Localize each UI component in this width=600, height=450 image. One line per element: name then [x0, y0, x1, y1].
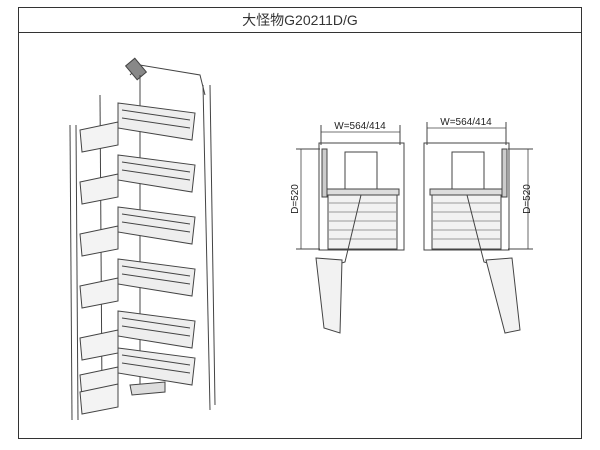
- basket: [79, 102, 196, 153]
- depth-dimension-right: D=520: [522, 184, 533, 214]
- basket: [79, 383, 119, 415]
- drawing-frame: 大怪物G20211D/G: [18, 7, 582, 439]
- basket: [79, 310, 196, 361]
- product-title: 大怪物G20211D/G: [19, 8, 581, 33]
- basket: [79, 154, 196, 205]
- basket: [79, 258, 196, 309]
- basket: [79, 206, 196, 257]
- depth-dimension-left: D=520: [290, 184, 301, 214]
- tall-pantry-unit-drawing: [69, 57, 216, 421]
- plan-view-right: W=564/414 D=520: [423, 117, 533, 334]
- width-dimension-right: W=564/414: [440, 117, 492, 128]
- plan-view-left: W=564/414 D=520: [290, 121, 405, 334]
- width-dimension-left: W=564/414: [334, 121, 386, 132]
